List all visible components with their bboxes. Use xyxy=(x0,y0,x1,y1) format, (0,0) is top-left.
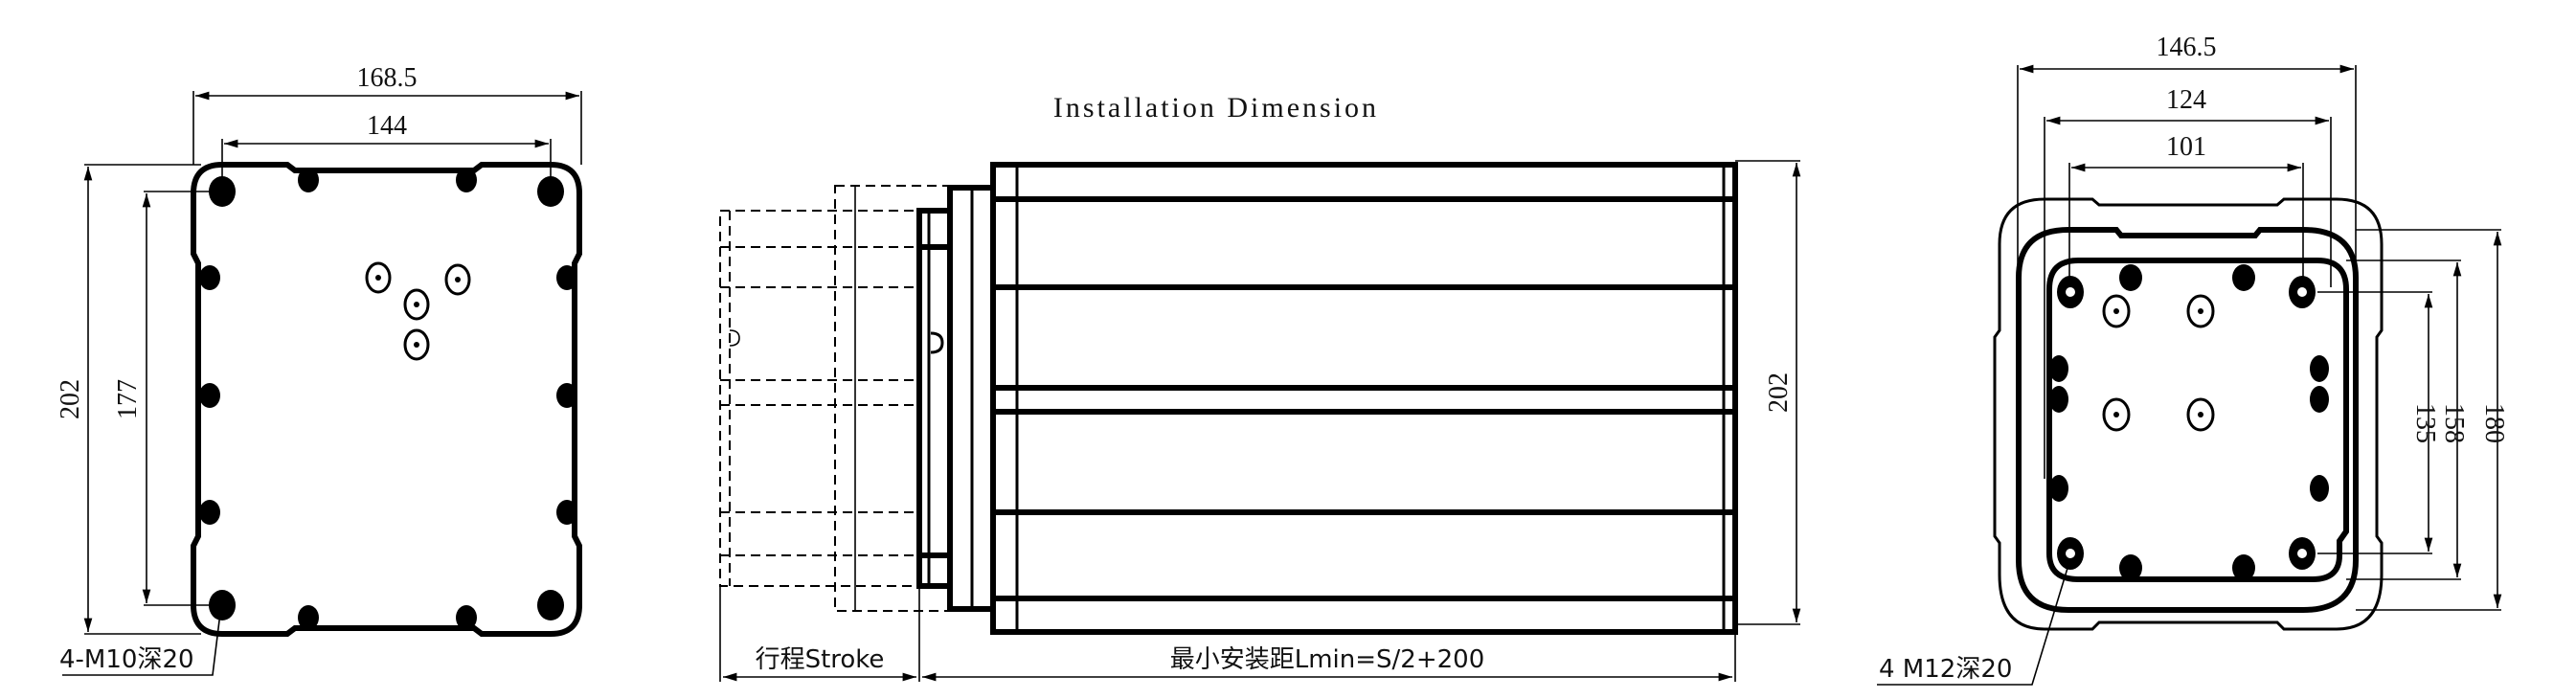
left-port-holes xyxy=(365,261,471,361)
right-end-view: 146.5 124 101 135 158 180 4 M12深20 xyxy=(1877,33,2509,686)
dim-right-width-outer: 146.5 xyxy=(2157,33,2217,62)
hole-icon xyxy=(537,590,564,620)
hole-icon xyxy=(456,168,477,192)
stroke-label: 行程Stroke xyxy=(756,645,885,674)
dim-height-outer: 202 xyxy=(56,379,85,419)
side-view: 202 行程Stroke 最小安装距Lmin=S/2+200 xyxy=(719,160,1801,682)
right-port-holes xyxy=(2102,294,2215,432)
dim-right-width-mid: 124 xyxy=(2166,85,2206,115)
min-install-length-label: 最小安装距Lmin=S/2+200 xyxy=(1170,645,1485,674)
hole-icon xyxy=(199,265,220,290)
left-mounting-holes xyxy=(199,168,577,630)
drawing-title: Installation Dimension xyxy=(1053,92,1379,124)
hole-icon xyxy=(556,500,577,525)
mid-outline xyxy=(2016,227,2359,613)
dim-right-height-outer: 180 xyxy=(2479,403,2509,443)
dim-width-outer: 168.5 xyxy=(357,63,418,93)
hole-icon xyxy=(556,383,577,408)
thread-callout-left: 4-M10深20 xyxy=(59,645,194,674)
thread-callout-right: 4 M12深20 xyxy=(1879,655,2012,684)
dim-right-width-inner: 101 xyxy=(2166,132,2206,162)
left-plate-outline xyxy=(191,162,582,637)
cylinder-body xyxy=(990,162,1738,635)
inner-plate-outline xyxy=(2046,258,2349,582)
hole-icon xyxy=(556,265,577,290)
dim-height-holes: 177 xyxy=(113,379,143,419)
left-end-view: 168.5 144 202 177 4-M10深20 xyxy=(56,63,582,676)
hole-icon xyxy=(209,590,236,620)
hole-icon xyxy=(456,605,477,630)
dim-right-height-mid: 158 xyxy=(2439,403,2469,443)
dim-width-holes: 144 xyxy=(367,111,407,141)
dim-side-height: 202 xyxy=(1764,372,1794,413)
dim-right-height-inner: 135 xyxy=(2410,403,2440,443)
outer-flange-outline xyxy=(1993,197,2384,631)
hole-icon xyxy=(298,605,319,630)
hole-icon xyxy=(298,168,319,192)
hole-icon xyxy=(199,500,220,525)
right-mounting-holes xyxy=(2049,264,2329,581)
hole-icon xyxy=(199,383,220,408)
